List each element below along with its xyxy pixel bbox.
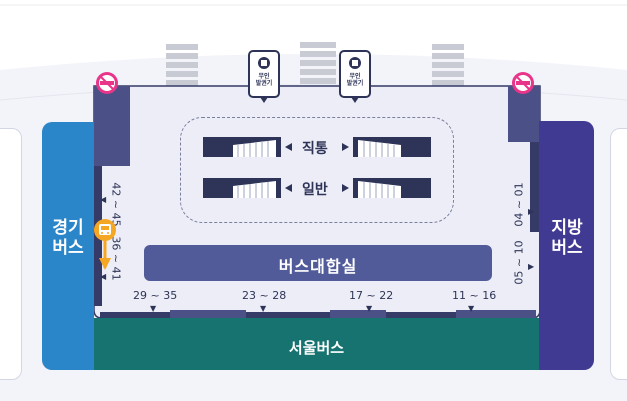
lane-general-label: 일반 bbox=[302, 182, 328, 198]
gate-arrow-icon: ▼ bbox=[260, 304, 267, 313]
no-smoking-icon bbox=[96, 72, 118, 94]
gyeonggi-bus-label: 경기 버스 bbox=[52, 218, 84, 258]
bus-lounge-label: 버스대합실 bbox=[278, 257, 358, 276]
stairs-icon bbox=[432, 44, 464, 86]
escalator-icon bbox=[203, 178, 281, 198]
seoul-bus-label: 서울버스 bbox=[288, 339, 345, 357]
gate-arrow-icon: ◀ bbox=[100, 195, 107, 204]
right-pillar bbox=[508, 86, 540, 142]
gate-label-right: 05 ~ 10 bbox=[512, 240, 526, 285]
gate-arrow-icon: ◀ bbox=[100, 272, 107, 281]
gate-arrow-icon: ▶ bbox=[528, 207, 535, 216]
escalator-icon bbox=[353, 137, 431, 157]
stairs-icon bbox=[300, 42, 336, 84]
gate-label-bottom: 11 ~ 16 bbox=[452, 289, 497, 302]
gate-arrow-icon: ▼ bbox=[150, 304, 157, 313]
gate-arrow-icon: ▶ bbox=[528, 262, 535, 271]
ticket-kiosk-icon bbox=[248, 50, 280, 103]
gate-label-right: 04 ~ 01 bbox=[512, 182, 526, 227]
jibang-bus-label: 지방 버스 bbox=[551, 218, 583, 258]
gate-label-bottom: 17 ~ 22 bbox=[349, 289, 394, 302]
gate-label-bottom: 29 ~ 35 bbox=[133, 289, 178, 302]
seoul-bus-zone[interactable] bbox=[94, 318, 539, 370]
ticket-gate-area bbox=[180, 117, 454, 223]
gate-label-bottom: 23 ~ 28 bbox=[242, 289, 287, 302]
left-pillar bbox=[94, 86, 130, 166]
bus-lounge[interactable] bbox=[144, 245, 492, 281]
right-side-card bbox=[610, 128, 627, 380]
jibang-bus-zone[interactable] bbox=[539, 121, 594, 370]
bus-stop-marker-icon[interactable] bbox=[91, 218, 119, 272]
gate-arrow-icon: ▼ bbox=[366, 304, 373, 313]
stairs-icon bbox=[166, 44, 198, 86]
escalator-icon bbox=[203, 137, 281, 157]
left-side-card bbox=[0, 128, 22, 380]
stairs-group bbox=[166, 42, 464, 86]
ticket-kiosk-icon bbox=[339, 50, 371, 103]
lane-direct-label: 직통 bbox=[302, 141, 328, 157]
escalator-icon bbox=[353, 178, 431, 198]
gate-arrow-icon: ▼ bbox=[468, 304, 475, 313]
no-smoking-icon bbox=[512, 72, 534, 94]
gyeonggi-bus-zone[interactable] bbox=[42, 122, 94, 370]
